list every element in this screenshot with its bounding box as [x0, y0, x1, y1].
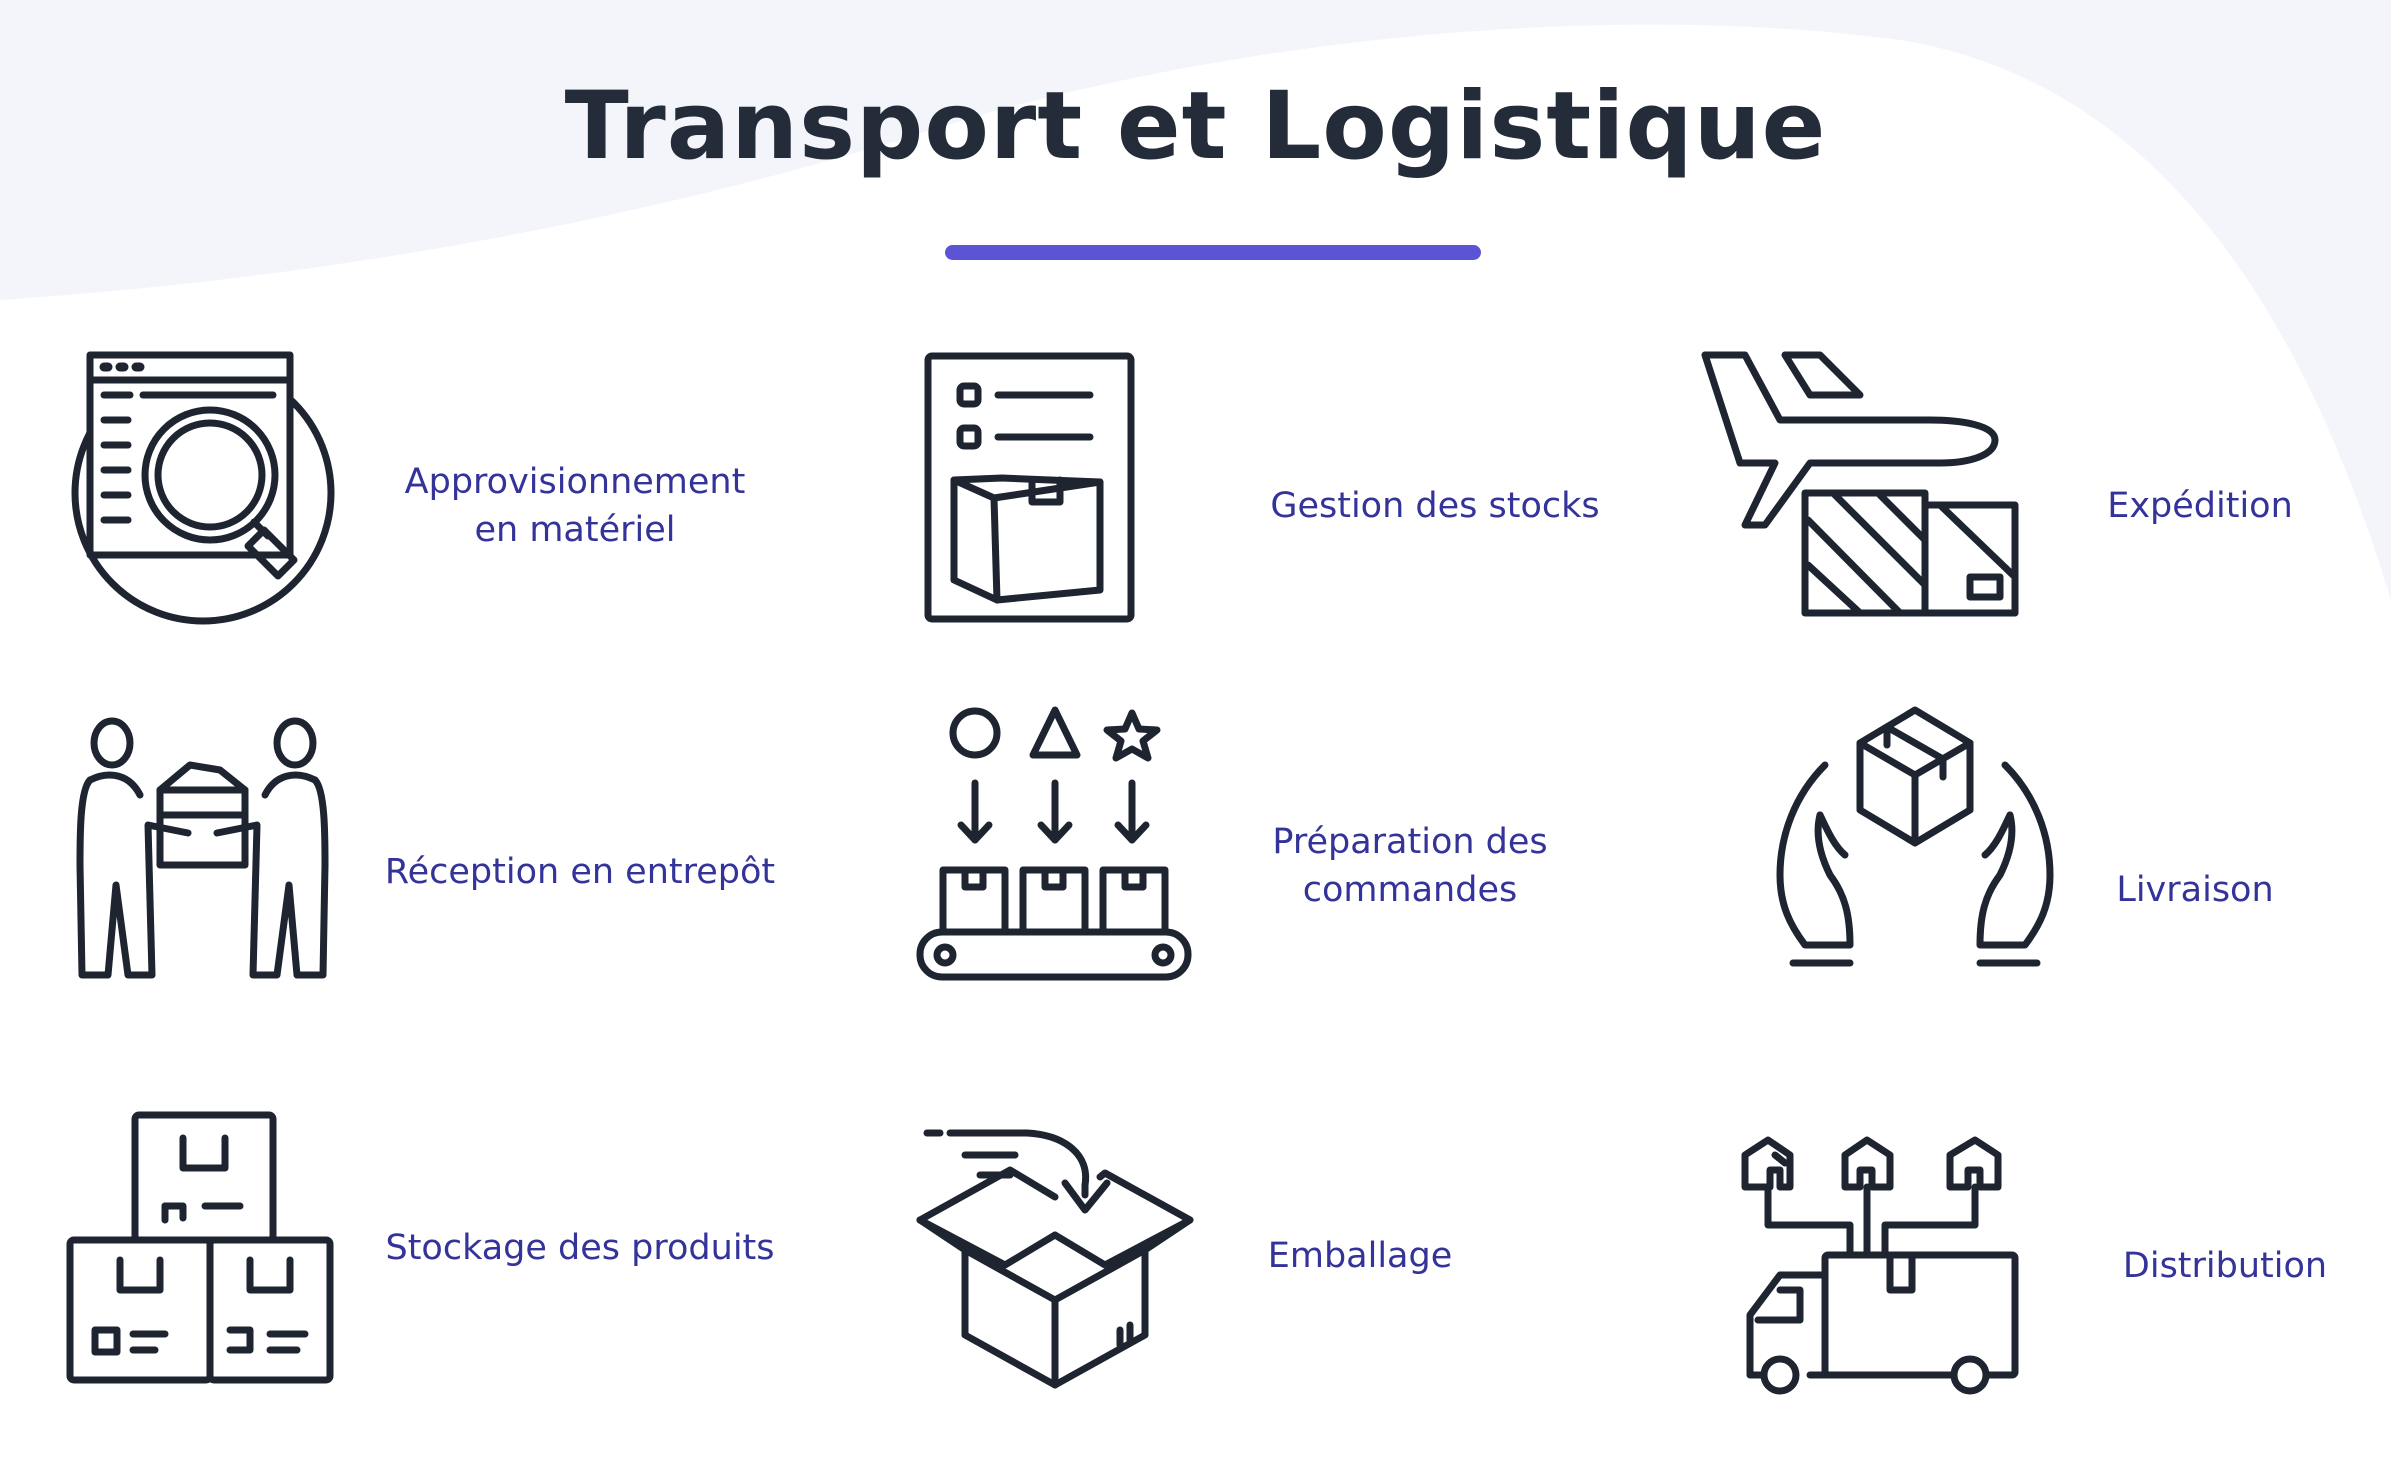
label-reception: Réception en entrepôt [365, 848, 795, 896]
title-underline [945, 245, 1481, 260]
magnifier-browser-icon [68, 350, 343, 625]
page-title: Transport et Logistique [564, 72, 1827, 181]
label-distribution: Distribution [2095, 1242, 2355, 1290]
label-livraison: Livraison [2080, 866, 2310, 914]
label-line: Réception en entrepôt [384, 852, 776, 892]
clipboard-box-icon [922, 350, 1137, 625]
truck-warehouses-icon [1740, 1115, 2030, 1400]
label-line: Approvisionnement [404, 462, 746, 502]
open-box-arrow-icon [915, 1125, 1195, 1405]
stacked-boxes-icon [65, 1110, 335, 1385]
label-expedition: Expédition [2080, 482, 2320, 530]
conveyor-sorting-icon [915, 705, 1195, 985]
hands-box-icon [1775, 705, 2055, 985]
label-line: Emballage [1267, 1236, 1453, 1276]
label-line: Distribution [2122, 1246, 2328, 1286]
label-line: Préparation des [1272, 822, 1548, 862]
two-people-box-icon [70, 715, 335, 980]
label-approvisionnement: Approvisionnement en matériel [380, 458, 770, 554]
label-line: Livraison [2116, 870, 2274, 910]
label-line: Stockage des produits [385, 1228, 775, 1268]
label-line: Gestion des stocks [1270, 486, 1600, 526]
label-line: commandes [1302, 870, 1518, 910]
label-preparation: Préparation des commandes [1230, 818, 1590, 914]
label-line: en matériel [474, 510, 676, 550]
label-stockage: Stockage des produits [365, 1224, 795, 1272]
airplane-boxes-icon [1700, 345, 2020, 625]
label-line: Expédition [2107, 486, 2293, 526]
label-gestion-stocks: Gestion des stocks [1245, 482, 1625, 530]
label-emballage: Emballage [1245, 1232, 1475, 1280]
